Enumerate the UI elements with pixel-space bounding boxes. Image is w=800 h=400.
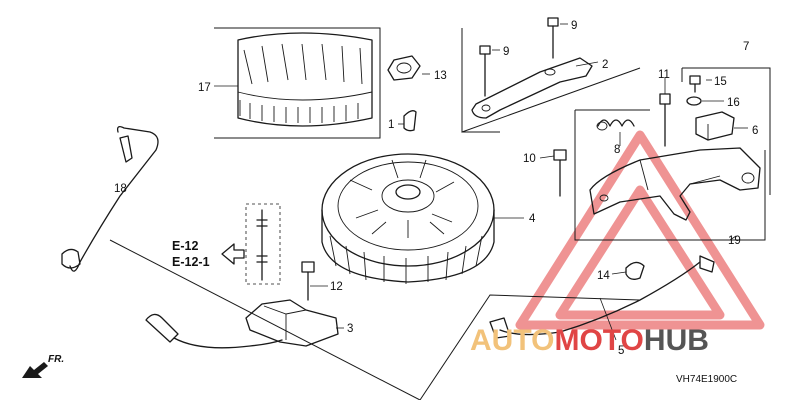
callout-9-top: 9 bbox=[571, 20, 577, 32]
reference-e12-1: E-12-1 bbox=[172, 255, 210, 269]
callout-8: 8 bbox=[614, 144, 620, 156]
watermark-part-auto: AUTO bbox=[470, 324, 554, 357]
callout-16: 16 bbox=[727, 97, 740, 109]
reference-bolt-assembly bbox=[256, 209, 268, 281]
part-3-ignition-coil bbox=[145, 299, 339, 349]
callout-14: 14 bbox=[597, 270, 610, 282]
front-direction-label: FR. bbox=[48, 354, 64, 365]
part-2-brake-arm bbox=[471, 57, 593, 119]
frame-line-lower-right bbox=[419, 294, 641, 400]
callout-1: 1 bbox=[388, 119, 394, 131]
watermark-part-moto: MOTO bbox=[554, 324, 643, 357]
leader-lines bbox=[119, 23, 748, 341]
frame-switch bbox=[682, 67, 771, 195]
reference-arrow bbox=[221, 243, 245, 265]
watermark-inner-triangle bbox=[555, 185, 725, 320]
part-12-bolt bbox=[301, 261, 315, 301]
part-14-clip bbox=[625, 261, 645, 280]
part-11-bolt bbox=[659, 93, 671, 147]
callout-19: 19 bbox=[728, 235, 741, 247]
part-5-cable bbox=[489, 255, 715, 339]
part-8-spring bbox=[596, 119, 635, 131]
group-frames bbox=[109, 27, 771, 400]
part-16-washer bbox=[686, 96, 702, 106]
watermark-triangles bbox=[515, 130, 765, 330]
frame-lever-assy bbox=[574, 110, 766, 241]
part-18-ground-wire bbox=[61, 126, 159, 272]
watermark-outer-triangle bbox=[515, 130, 765, 330]
callout-11: 11 bbox=[658, 69, 670, 81]
callout-10: 10 bbox=[523, 153, 536, 165]
callout-15: 15 bbox=[714, 76, 727, 88]
callout-4: 4 bbox=[529, 213, 536, 225]
callout-labels: 1 2 3 4 5 6 7 8 9 9 10 11 12 13 14 15 16… bbox=[114, 20, 758, 357]
callout-6: 6 bbox=[752, 125, 758, 137]
part-1-key bbox=[403, 110, 417, 132]
callout-17: 17 bbox=[198, 82, 211, 94]
part-13-nut bbox=[387, 55, 421, 81]
callout-2: 2 bbox=[602, 59, 608, 71]
part-10-bolt bbox=[553, 149, 567, 197]
callout-18: 18 bbox=[114, 183, 127, 195]
callout-12: 12 bbox=[330, 281, 343, 293]
part-19-lever-assembly bbox=[589, 147, 761, 221]
callout-9-left: 9 bbox=[503, 46, 509, 58]
callout-3: 3 bbox=[347, 323, 353, 335]
part-4-flywheel bbox=[321, 153, 495, 284]
part-9-bolts bbox=[479, 17, 559, 97]
diagram-code: VH74E1900C bbox=[676, 374, 737, 385]
part-17-flywheel-ring bbox=[237, 32, 373, 127]
reference-e12: E-12 bbox=[172, 239, 198, 253]
reference-labels: E-12 E-12-1 bbox=[172, 239, 210, 269]
callout-7: 7 bbox=[743, 41, 749, 53]
frame-line-lower-left bbox=[109, 239, 421, 400]
front-direction-arrow bbox=[22, 362, 48, 378]
part-15-screw bbox=[689, 75, 701, 93]
watermark-wordmark: AUTOMOTOHUB bbox=[470, 324, 709, 357]
dashed-reference-box bbox=[245, 203, 281, 285]
callout-5: 5 bbox=[618, 345, 624, 357]
watermark-part-hub: HUB bbox=[644, 324, 709, 357]
callout-13: 13 bbox=[434, 70, 447, 82]
part-6-switch bbox=[695, 111, 735, 141]
frame-flywheel bbox=[214, 27, 381, 139]
